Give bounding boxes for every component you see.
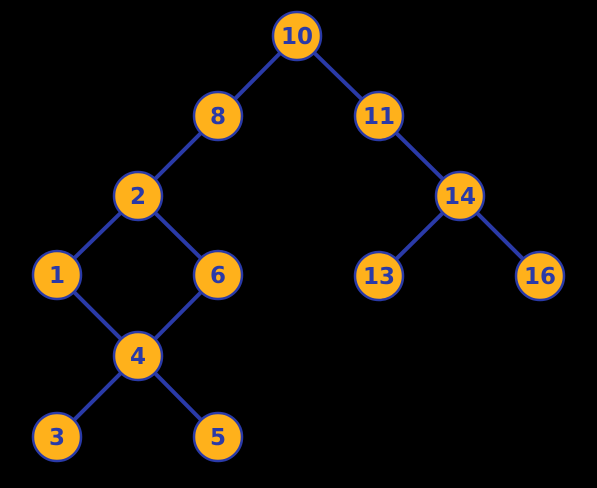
node-circle xyxy=(31,249,83,301)
tree-node-13: 13 xyxy=(353,250,405,302)
node-label: 11 xyxy=(363,104,395,130)
node-label: 2 xyxy=(130,184,146,210)
tree-node-4: 4 xyxy=(112,330,164,382)
node-label: 13 xyxy=(363,264,395,290)
node-circle xyxy=(112,330,164,382)
node-label: 8 xyxy=(210,104,226,130)
tree-node-2: 2 xyxy=(112,170,164,222)
tree-node-8: 8 xyxy=(192,90,244,142)
node-circle xyxy=(434,170,486,222)
tree-node-10: 10 xyxy=(271,10,323,62)
node-circle xyxy=(192,249,244,301)
node-circle xyxy=(353,90,405,142)
node-circle xyxy=(514,250,566,302)
node-circle xyxy=(112,170,164,222)
node-circle xyxy=(31,411,83,463)
node-label: 6 xyxy=(210,263,226,289)
tree-node-3: 3 xyxy=(31,411,83,463)
node-circle xyxy=(271,10,323,62)
tree-node-5: 5 xyxy=(192,411,244,463)
node-label: 5 xyxy=(210,425,226,451)
node-circle xyxy=(353,250,405,302)
node-label: 1 xyxy=(49,263,65,289)
node-label: 4 xyxy=(130,344,146,370)
node-label: 3 xyxy=(49,425,65,451)
tree-node-11: 11 xyxy=(353,90,405,142)
tree-node-16: 16 xyxy=(514,250,566,302)
node-circle xyxy=(192,90,244,142)
node-label: 16 xyxy=(524,264,556,290)
tree-node-14: 14 xyxy=(434,170,486,222)
node-label: 14 xyxy=(444,184,476,210)
node-circle xyxy=(192,411,244,463)
tree-node-1: 1 xyxy=(31,249,83,301)
tree-node-6: 6 xyxy=(192,249,244,301)
node-label: 10 xyxy=(281,24,313,50)
